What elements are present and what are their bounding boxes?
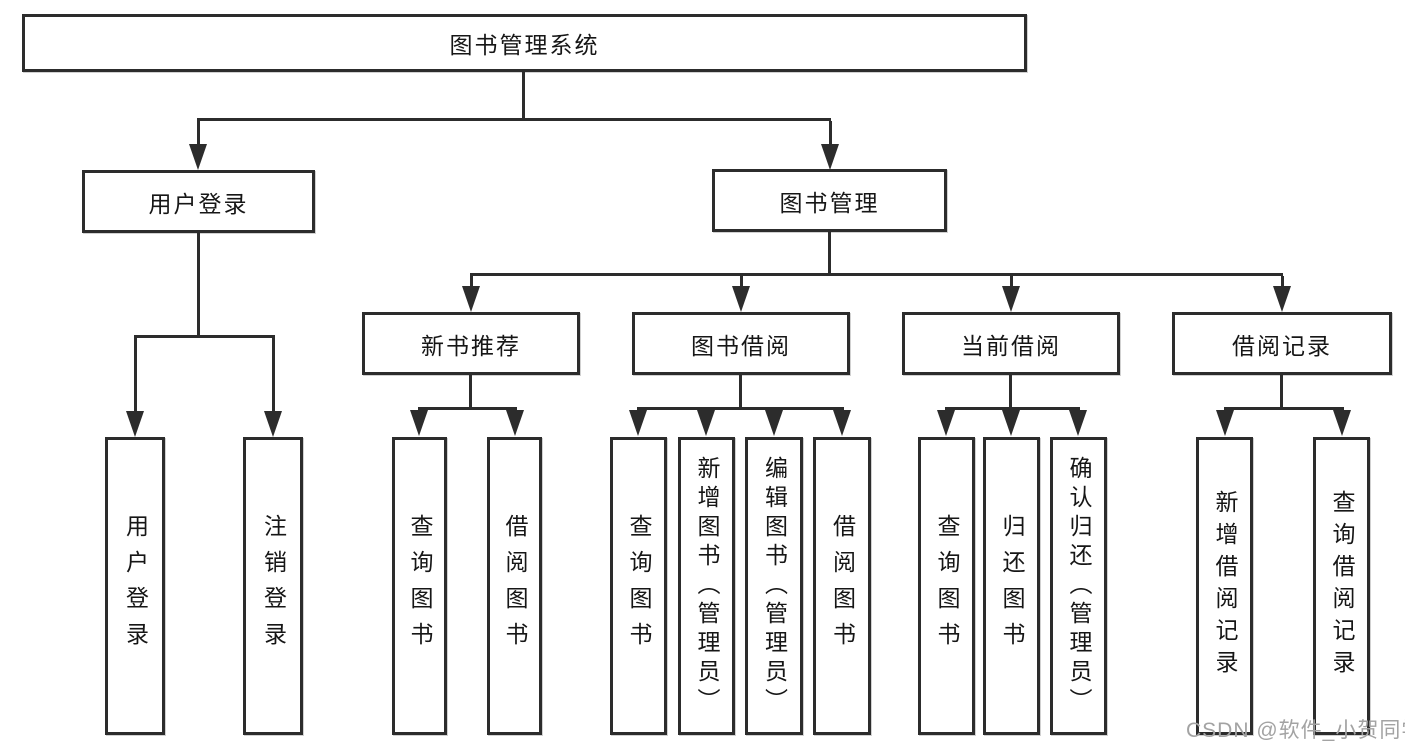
arrow-records-add — [1216, 410, 1234, 436]
connector-login-stem — [197, 233, 200, 335]
connector-mgmt-split — [470, 273, 1283, 276]
connector-stem-current-borrow — [1010, 276, 1013, 288]
node-book-borrow-label: 图书借阅 — [691, 332, 791, 359]
leaf-borrow-add-label: 新增图书（管理员） — [694, 455, 720, 717]
connector-stem-new-books — [470, 276, 473, 288]
leaf-logout-label: 注销登录 — [260, 514, 287, 658]
arrow-bookborrow-borrow — [833, 410, 851, 436]
connector-newbooks-stem — [469, 375, 472, 410]
node-new-books-label: 新书推荐 — [421, 332, 521, 359]
node-current-borrow-label: 当前借阅 — [961, 332, 1061, 359]
connector-root-stem — [522, 72, 525, 121]
arrow-current-return — [1002, 410, 1020, 436]
arrow-bookborrow-add — [697, 410, 715, 436]
connector-bookborrow-stem — [739, 375, 742, 410]
node-current-borrow: 当前借阅 — [902, 312, 1120, 375]
leaf-records-add-label: 新增借阅记录 — [1212, 490, 1238, 682]
leaf-newbooks-borrow: 借阅图书 — [487, 437, 542, 735]
arrow-current-confirm — [1069, 410, 1087, 436]
connector-records-stem — [1280, 375, 1283, 410]
arrow-leaf-logout — [264, 411, 282, 437]
leaf-records-query-label: 查询借阅记录 — [1329, 490, 1355, 682]
leaf-user-login-label: 用户登录 — [122, 514, 149, 658]
leaf-borrow-edit: 编辑图书（管理员） — [745, 437, 803, 735]
connector-records-split — [1224, 407, 1344, 410]
leaf-current-confirm: 确认归还（管理员） — [1050, 437, 1107, 735]
leaf-borrow-query-label: 查询图书 — [626, 514, 652, 658]
arrow-bookborrow-query — [629, 410, 647, 436]
connector-current-stem — [1009, 375, 1012, 410]
leaf-records-query: 查询借阅记录 — [1313, 437, 1370, 735]
connector-root-split — [197, 118, 831, 121]
leaf-borrow-query: 查询图书 — [610, 437, 667, 735]
leaf-current-confirm-label: 确认归还（管理员） — [1066, 455, 1092, 717]
arrow-current-query — [937, 410, 955, 436]
leaf-newbooks-query-label: 查询图书 — [407, 514, 433, 658]
node-user-login: 用户登录 — [82, 170, 315, 233]
node-book-borrow: 图书借阅 — [632, 312, 850, 375]
arrow-book-borrow — [732, 286, 750, 312]
node-user-login-label: 用户登录 — [148, 190, 249, 217]
node-borrow-records-label: 借阅记录 — [1232, 332, 1332, 359]
arrow-current-borrow — [1002, 286, 1020, 312]
connector-stem-borrow-records — [1281, 276, 1284, 288]
connector-stem-leaf-login — [134, 338, 137, 412]
leaf-borrow-edit-label: 编辑图书（管理员） — [761, 455, 788, 717]
node-root-system: 图书管理系统 — [22, 14, 1027, 72]
connector-stem-leaf-logout — [272, 338, 275, 412]
leaf-logout: 注销登录 — [243, 437, 303, 735]
connector-mgmt-stem — [828, 232, 831, 273]
leaf-current-query: 查询图书 — [918, 437, 975, 735]
node-root-label: 图书管理系统 — [449, 32, 600, 58]
connector-newbooks-split — [418, 407, 517, 410]
arrow-bookborrow-edit — [765, 410, 783, 436]
leaf-borrow-add: 新增图书（管理员） — [678, 437, 735, 735]
node-new-books: 新书推荐 — [362, 312, 580, 375]
leaf-user-login: 用户登录 — [105, 437, 165, 735]
connector-stem-book-borrow — [740, 276, 743, 288]
arrow-newbooks-borrow — [506, 410, 524, 436]
connector-login-split — [134, 335, 275, 338]
leaf-current-return-label: 归还图书 — [999, 514, 1025, 658]
arrow-borrow-records — [1273, 286, 1291, 312]
connector-current-split — [945, 407, 1080, 410]
leaf-current-return: 归还图书 — [983, 437, 1040, 735]
arrow-user-login — [189, 144, 207, 170]
arrow-newbooks-query — [410, 410, 428, 436]
connector-bookborrow-split — [637, 407, 844, 410]
leaf-records-add: 新增借阅记录 — [1196, 437, 1253, 735]
leaf-borrow-borrow: 借阅图书 — [813, 437, 871, 735]
node-book-mgmt-label: 图书管理 — [779, 189, 880, 216]
connector-stem-book-mgmt — [829, 121, 832, 145]
leaf-borrow-borrow-label: 借阅图书 — [829, 514, 856, 658]
arrow-new-books — [462, 286, 480, 312]
leaf-newbooks-query: 查询图书 — [392, 437, 447, 735]
node-book-mgmt: 图书管理 — [712, 169, 947, 232]
arrow-leaf-login — [126, 411, 144, 437]
node-borrow-records: 借阅记录 — [1172, 312, 1392, 375]
connector-stem-user-login — [197, 121, 200, 145]
leaf-current-query-label: 查询图书 — [934, 514, 960, 658]
arrow-records-query — [1333, 410, 1351, 436]
leaf-newbooks-borrow-label: 借阅图书 — [502, 514, 528, 658]
csdn-watermark: CSDN @软件_小贺同学 — [1186, 719, 1405, 742]
arrow-book-mgmt — [821, 144, 839, 170]
